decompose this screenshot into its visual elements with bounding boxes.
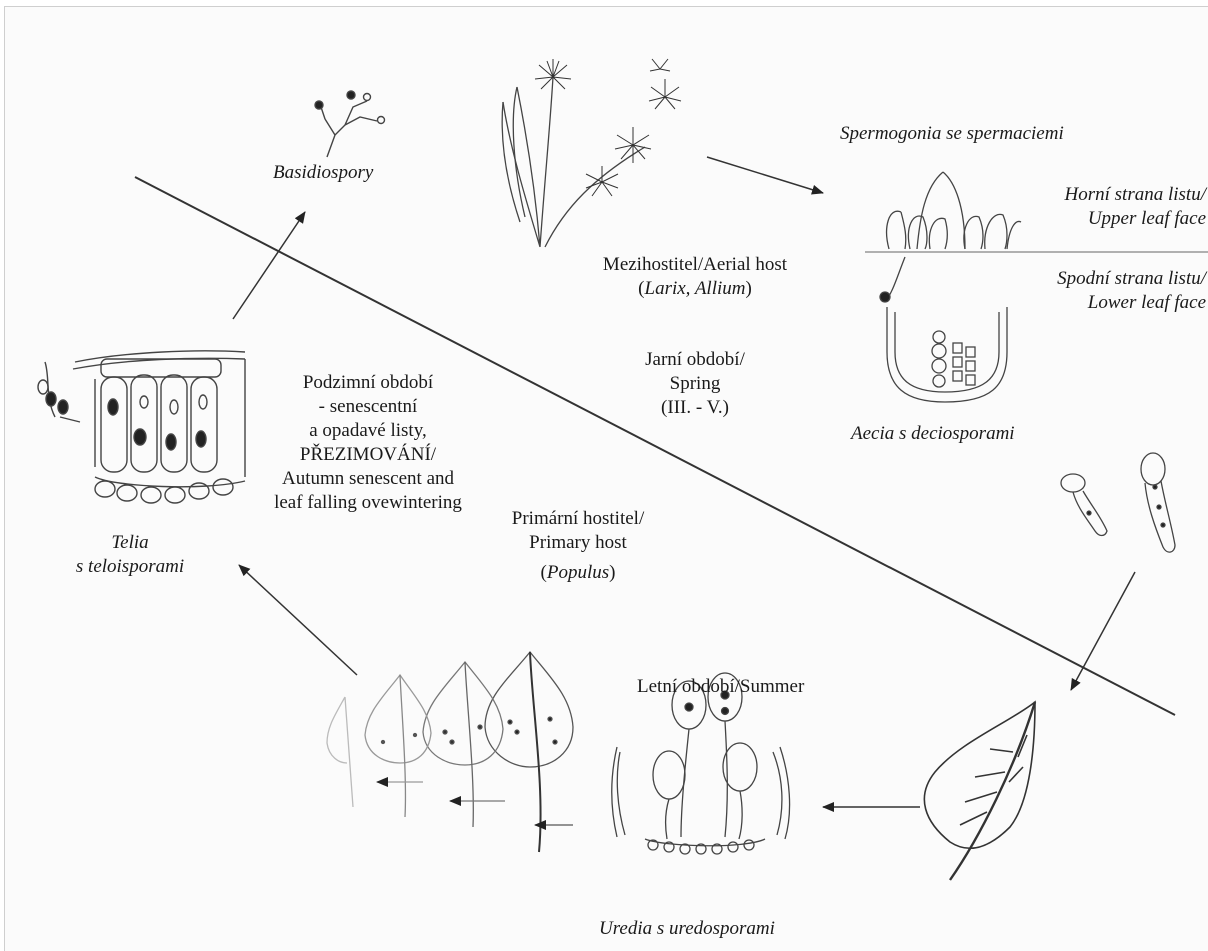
autumn-line-4: PŘEZIMOVÁNÍ/ [253, 443, 483, 467]
label-spermogonia: Spermogonia se spermaciemi [840, 122, 1064, 146]
autumn-line-1: Podzimní období [253, 371, 483, 395]
uredia-illustration [612, 673, 790, 854]
diagram-frame: Basidiospory Spermogonia se spermaciemi … [4, 6, 1208, 951]
arrow-aeciospores-to-leaf [1071, 572, 1135, 690]
arrow-leaves-to-telia [239, 565, 357, 675]
label-autumn: Podzimní období - senescentní a opadavé … [253, 371, 483, 515]
primary-genus: Populus [547, 562, 609, 583]
primary-close-paren: ) [609, 562, 615, 583]
upper-leaf-face-line-2: Upper leaf face [1065, 207, 1206, 231]
primary-host-line-1: Primární hostitel/ [483, 507, 673, 531]
label-aecia: Aecia s deciosporami [851, 422, 1015, 446]
primary-host-line-2: Primary host [483, 531, 673, 555]
aeciospores-illustration [1061, 453, 1175, 552]
label-uredia: Uredia s uredosporami [599, 917, 775, 941]
label-spring: Jarní období/ Spring (III. - V.) [605, 348, 785, 420]
basidiospores-illustration [315, 91, 385, 157]
aerial-host-genera: (Larix, Allium) [565, 277, 825, 301]
label-lower-leaf-face: Spodní strana listu/ Lower leaf face [1057, 267, 1206, 315]
falling-leaves-illustration [327, 652, 573, 852]
arrow-host-to-spermogonia [707, 157, 823, 193]
label-summer: Letní období/Summer [637, 675, 804, 699]
label-aerial-host: Mezihostitel/Aerial host (Larix, Allium) [565, 253, 825, 301]
lower-leaf-face-line-1: Spodní strana listu/ [1057, 267, 1206, 291]
label-primary-host: Primární hostitel/ Primary host (Populus… [483, 507, 673, 585]
life-cycle-drawing [5, 7, 1208, 951]
telia-line-1: Telia [45, 531, 215, 555]
primary-host-genus: (Populus) [483, 561, 673, 585]
label-upper-leaf-face: Horní strana listu/ Upper leaf face [1065, 183, 1206, 231]
spring-line-2: Spring [605, 372, 785, 396]
spring-line-3: (III. - V.) [605, 396, 785, 420]
autumn-line-3: a opadavé listy, [253, 419, 483, 443]
label-basidiospores: Basidiospory [273, 161, 373, 185]
autumn-line-6: leaf falling ovewintering [253, 491, 483, 515]
aerial-genera: Larix, Allium [645, 278, 746, 299]
telia-line-2: s teloisporami [45, 555, 215, 579]
arrow-telia-to-basidiospores [233, 212, 305, 319]
autumn-line-2: - senescentní [253, 395, 483, 419]
poplar-leaf-illustration [924, 702, 1035, 880]
aerial-close-paren: ) [746, 278, 752, 299]
upper-leaf-face-line-1: Horní strana listu/ [1065, 183, 1206, 207]
telia-illustration [38, 351, 245, 503]
autumn-line-5: Autumn senescent and [253, 467, 483, 491]
label-telia: Telia s teloisporami [45, 531, 215, 579]
spring-line-1: Jarní období/ [605, 348, 785, 372]
aerial-host-illustration [502, 59, 681, 247]
lower-leaf-face-line-2: Lower leaf face [1057, 291, 1206, 315]
aerial-host-line-1: Mezihostitel/Aerial host [565, 253, 825, 277]
